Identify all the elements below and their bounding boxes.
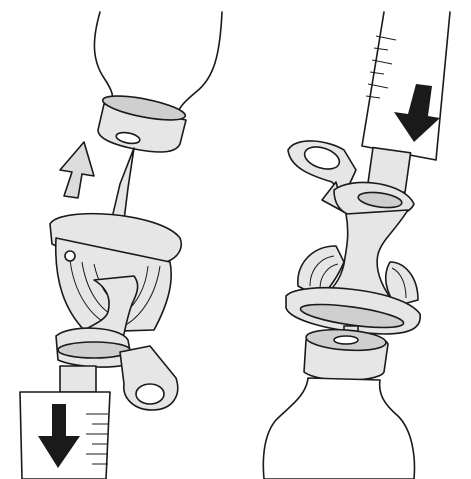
- bottle-top-left: [94, 12, 222, 152]
- bottle-bottom-right: [263, 327, 414, 479]
- up-arrow-icon: [60, 142, 94, 198]
- right-panel: [263, 12, 450, 479]
- adapter-spike: [112, 148, 134, 220]
- syringe-left: [20, 366, 110, 479]
- vial-adapter-right: [286, 182, 420, 334]
- left-panel: [20, 12, 222, 479]
- syringe-right: [362, 12, 450, 192]
